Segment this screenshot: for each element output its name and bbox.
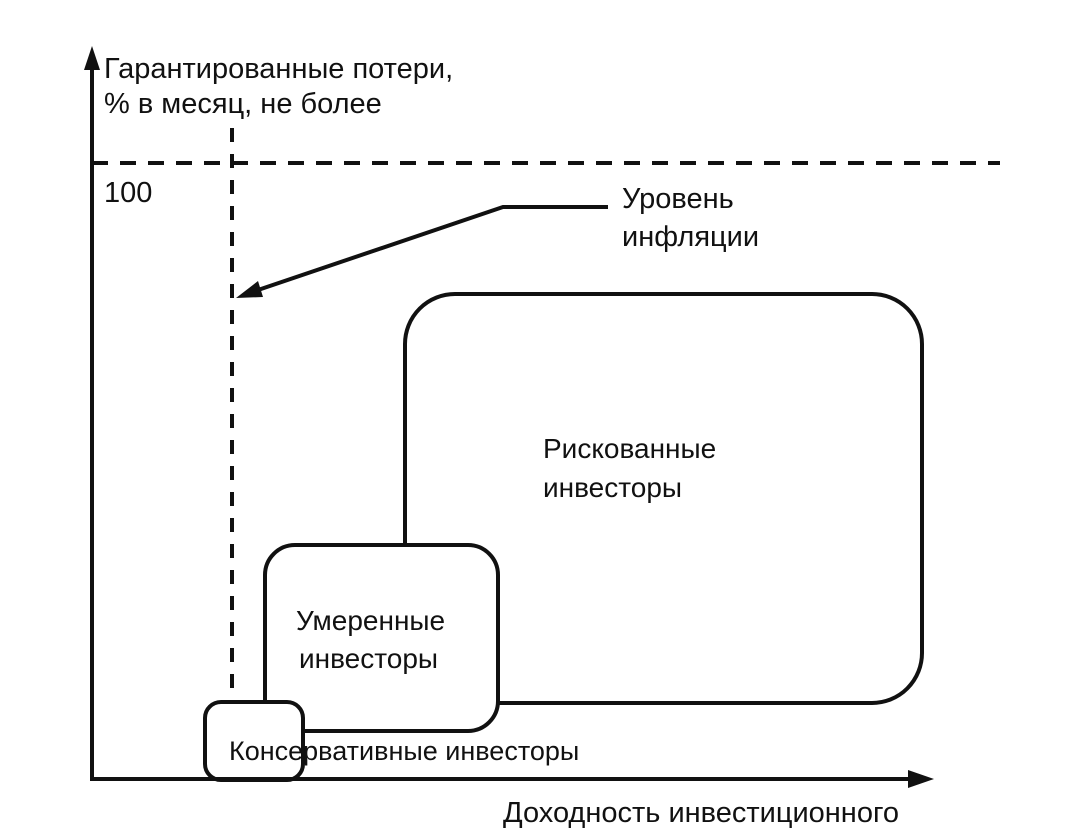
inflation-label-line-1: Уровень — [622, 183, 734, 215]
risky-investors-box — [403, 292, 924, 705]
y-axis-label-line-2: % в месяц, не более — [104, 88, 382, 120]
y-axis-arrowhead — [84, 46, 100, 70]
moderate-investors-label-line-2: инвесторы — [299, 643, 438, 674]
conservative-investors-label: Консервативные инвесторы — [229, 736, 579, 766]
y-axis-label-line-1: Гарантированные потери, — [104, 53, 453, 85]
inflation-label-line-2: инфляции — [622, 221, 759, 253]
risky-investors-label-line-2: инвесторы — [543, 472, 682, 503]
inflation-leader-line — [257, 205, 608, 292]
risky-investors-label-line-1: Рискованные — [543, 433, 716, 464]
x-axis-arrowhead — [908, 770, 934, 788]
moderate-investors-box — [263, 543, 500, 733]
moderate-investors-label-line-1: Умеренные — [296, 605, 445, 636]
inflation-leader-arrowhead — [236, 281, 263, 298]
x-axis-label: Доходность инвестиционного — [503, 797, 899, 829]
y-tick-label-100: 100 — [104, 177, 152, 209]
